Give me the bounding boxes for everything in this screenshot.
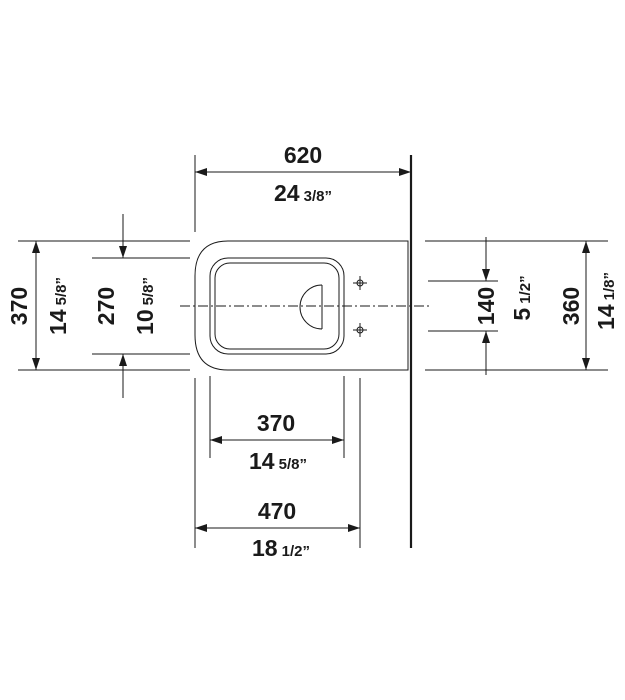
mount-hole-top-icon (353, 276, 367, 290)
drain-outline (299, 284, 323, 330)
dim-overall-width-mm: 620 (284, 142, 322, 168)
dim-right-inner (482, 237, 490, 375)
dim-left-inner-mm: 270 (93, 287, 119, 325)
dim-left-inner (119, 214, 127, 398)
mount-hole-bottom-icon (353, 323, 367, 337)
toilet-outline (194, 240, 409, 371)
dim-seat-width-mm: 370 (257, 410, 295, 436)
dim-left-inner-inch: 105/8” (132, 277, 158, 335)
dim-right-outer (582, 241, 590, 370)
dim-seat-width (210, 436, 344, 444)
dim-right-outer-inch: 141/8” (593, 272, 619, 330)
dim-left-outer (32, 241, 40, 370)
dim-right-inner-inch: 51/2” (509, 275, 535, 320)
dim-overall-width (195, 168, 411, 176)
dim-bowl-width (195, 524, 360, 532)
dim-right-outer-mm: 360 (558, 287, 584, 325)
dim-left-outer-mm: 370 (6, 287, 32, 325)
dim-right-inner-mm: 140 (473, 287, 499, 325)
dim-left-outer-inch: 145/8” (45, 277, 71, 335)
dim-bowl-width-mm: 470 (258, 498, 296, 524)
